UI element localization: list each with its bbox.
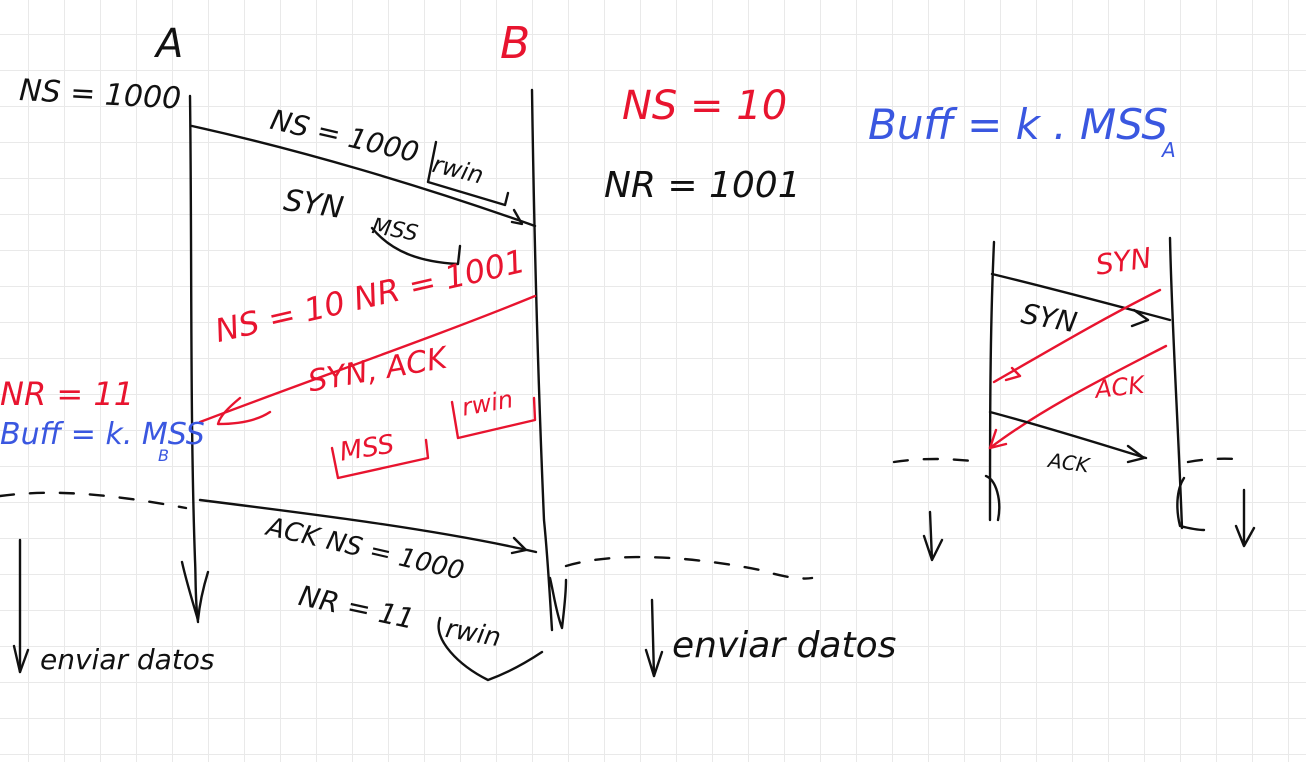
mini-end-left bbox=[984, 474, 1001, 522]
ack-window-box bbox=[437, 616, 544, 682]
mini-separator-left bbox=[892, 457, 982, 464]
mini-syn-black-head bbox=[1130, 308, 1150, 328]
mini-syn-black bbox=[990, 272, 1172, 322]
mini-end-right bbox=[1176, 476, 1206, 532]
mini-ack-red bbox=[988, 344, 1168, 450]
host-b-lifeline bbox=[530, 88, 554, 632]
send-data-a-arrow bbox=[12, 644, 30, 674]
synack-window-box bbox=[450, 396, 537, 440]
send-data-a: enviar datos bbox=[40, 643, 215, 676]
mini-ack-black-head bbox=[1126, 444, 1146, 464]
mini-syn-red-head bbox=[1004, 366, 1022, 382]
nr-a: NR = 11 bbox=[0, 375, 135, 413]
host-b-label: B bbox=[500, 18, 531, 69]
syn-window-box bbox=[426, 140, 510, 207]
ns-a-initial: NS = 1000 bbox=[18, 73, 182, 117]
mini-ack-black-label: ACK bbox=[1046, 448, 1091, 478]
buff-b: Buff = k . MSS bbox=[868, 100, 1169, 149]
ack-arrowhead bbox=[510, 536, 528, 555]
nr-b: NR = 1001 bbox=[604, 165, 801, 206]
synack-mss-box bbox=[330, 438, 430, 480]
synack-arrow bbox=[198, 294, 537, 424]
buff-b-sub: A bbox=[1162, 138, 1176, 162]
syn-arrowhead bbox=[510, 208, 524, 226]
host-a-label: A bbox=[156, 21, 184, 67]
send-data-b-line bbox=[650, 598, 656, 678]
host-a-lifeline bbox=[188, 94, 200, 624]
ns-b: NS = 10 bbox=[622, 83, 788, 129]
buff-a: Buff = k. MSS bbox=[0, 417, 205, 452]
syn-arrow bbox=[190, 124, 537, 228]
host-b-lifeline-end bbox=[548, 576, 568, 630]
separator-right bbox=[564, 555, 814, 580]
mini-lifeline-left bbox=[988, 240, 996, 522]
separator-left bbox=[0, 491, 188, 510]
mini-send-right bbox=[1234, 488, 1256, 548]
mini-ack-red-head bbox=[988, 428, 1008, 450]
buff-a-sub: B bbox=[158, 446, 169, 465]
mini-ack-red-label: ACK bbox=[1093, 370, 1146, 404]
host-a-lifeline-end bbox=[180, 560, 210, 622]
syn-mss-box bbox=[370, 226, 462, 266]
mini-syn-red bbox=[992, 288, 1162, 384]
mini-ack-black bbox=[988, 410, 1148, 460]
send-data-b: enviar datos bbox=[672, 625, 897, 666]
mini-separator-right bbox=[1186, 457, 1248, 464]
synack-option: MSS bbox=[337, 429, 397, 468]
synack-arrowhead bbox=[216, 396, 272, 426]
syn-flags: SYN bbox=[281, 183, 346, 227]
mini-syn-red-label: SYN bbox=[1093, 241, 1154, 282]
mini-send-left bbox=[922, 510, 944, 562]
send-data-b-arrow bbox=[644, 648, 664, 678]
ack-arrow bbox=[198, 498, 538, 554]
